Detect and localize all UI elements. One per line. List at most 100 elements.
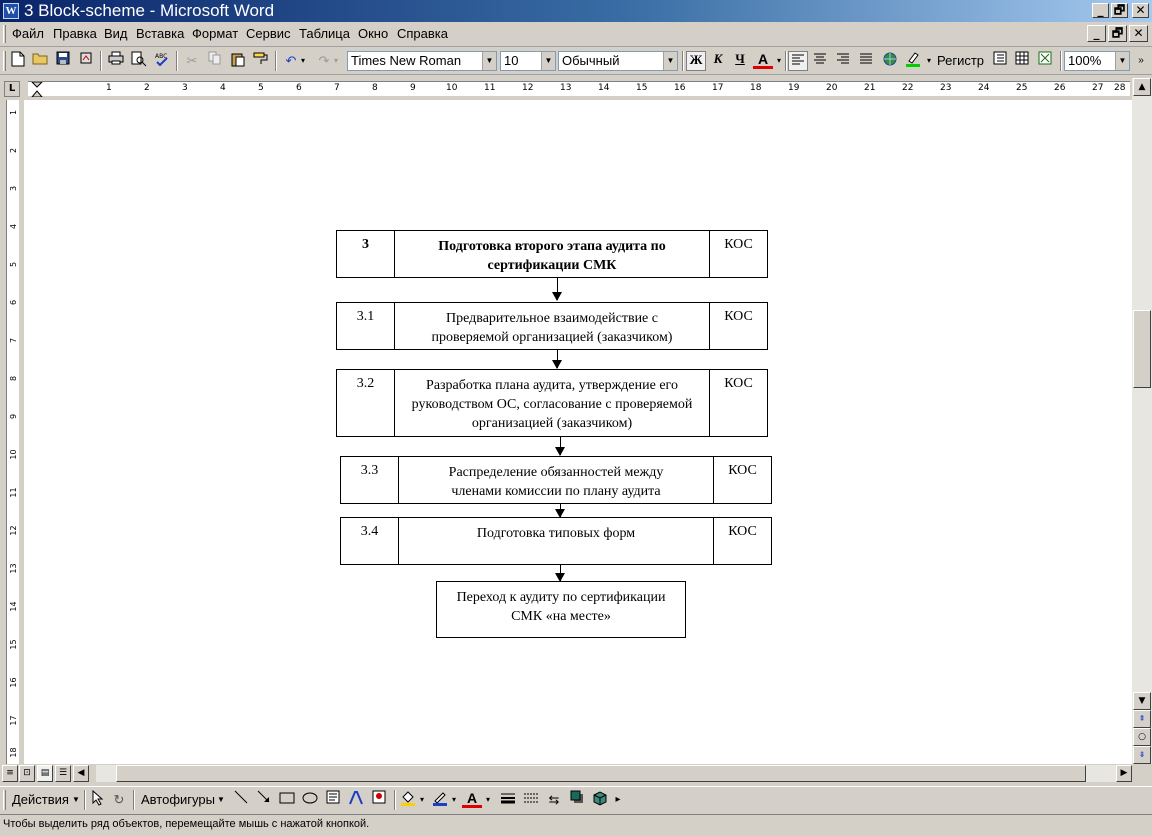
chevron-down-icon[interactable]: ▼ [541,52,555,70]
menu-file[interactable]: Файл [12,26,44,41]
flowchart-final-step[interactable]: Переход к аудиту по сертификации СМК «на… [436,581,686,638]
doc-close-button[interactable]: ✕ [1129,25,1148,42]
toolbar-grip[interactable] [3,790,6,810]
scroll-thumb[interactable] [116,765,1086,782]
indent-marker-icon[interactable] [31,82,43,97]
toolbar-options-icon[interactable]: » [1138,55,1144,66]
chevron-down-icon[interactable]: ▼ [1115,52,1129,70]
fill-color-bucket-icon[interactable] [398,790,418,810]
ruler-strip[interactable]: 1 2 3 4 5 6 7 8 9 10 11 12 13 14 15 16 1… [28,81,1130,97]
permission-icon[interactable] [76,51,96,71]
print-layout-view-icon[interactable]: ▤ [37,765,53,782]
chevron-down-icon[interactable]: ▼ [482,52,496,70]
scroll-left-icon[interactable]: ◀ [73,765,89,782]
menu-tools[interactable]: Сервис [246,26,291,41]
text-box-icon[interactable] [323,790,343,810]
menu-window[interactable]: Окно [358,26,389,41]
font-color-dropdown-icon[interactable]: ▾ [485,795,490,804]
menu-insert[interactable]: Вставка [136,26,185,41]
autoshapes-menu-button[interactable]: Автофигуры [141,792,215,807]
flowchart-step-3[interactable]: 3 Подготовка второго этапа аудита по сер… [336,230,768,278]
fill-color-dropdown-icon[interactable]: ▾ [419,795,424,804]
horizontal-scrollbar[interactable] [96,765,1116,782]
oval-tool-icon[interactable] [300,790,320,810]
previous-page-icon[interactable]: ⇞ [1133,710,1151,728]
scroll-right-icon[interactable]: ▶ [1116,765,1132,782]
line-tool-icon[interactable] [231,790,251,810]
menu-view[interactable]: Вид [104,26,128,41]
web-layout-view-icon[interactable]: ⊡ [19,765,35,782]
flowchart-step-3-4[interactable]: 3.4 Подготовка типовых форм КОС [340,517,772,565]
line-style-icon[interactable] [498,790,518,810]
title-bar[interactable]: W 3 Block-scheme - Microsoft Word _ 🗗 ✕ [0,0,1152,22]
ruler-strip[interactable]: 1 2 3 4 5 6 7 8 9 10 11 12 13 14 15 16 1… [6,100,19,764]
close-button[interactable]: ✕ [1132,3,1149,18]
flowchart-step-3-3[interactable]: 3.3 Распределение обязанностей между чле… [340,456,772,504]
table-grid-icon[interactable] [1012,51,1032,71]
select-browse-object-icon[interactable]: ○ [1133,728,1151,746]
select-pointer-icon[interactable] [88,789,108,810]
actions-menu-button[interactable]: Действия [12,792,69,807]
chevron-down-icon[interactable]: ▼ [72,795,80,804]
doc-minimize-button[interactable]: _ [1087,25,1106,42]
web-globe-icon[interactable] [880,51,900,71]
arrow-tool-icon[interactable] [254,790,274,810]
underline-button[interactable]: Ч [735,51,745,66]
font-size-combo[interactable]: 10 ▼ [500,51,556,71]
chevron-down-icon[interactable]: ▼ [663,52,677,70]
open-folder-icon[interactable] [30,51,50,71]
toolbar-grip[interactable] [3,51,6,71]
redo-dropdown-icon[interactable]: ▾ [333,56,338,65]
spelling-check-icon[interactable]: ABC [152,51,172,71]
scroll-thumb[interactable] [1133,310,1151,388]
highlight-dropdown-icon[interactable]: ▾ [926,56,931,65]
minimize-button[interactable]: _ [1092,3,1109,18]
normal-view-icon[interactable]: ≡ [2,765,18,782]
scroll-up-icon[interactable]: ▲ [1133,78,1151,96]
highlight-marker-icon[interactable] [903,51,923,71]
font-name-combo[interactable]: Times New Roman ▼ [347,51,497,71]
redo-icon[interactable]: ↷ [318,53,330,68]
flowchart-step-3-1[interactable]: 3.1 Предварительное взаимодействие с про… [336,302,768,350]
zoom-combo[interactable]: 100% ▼ [1064,51,1130,71]
wordart-icon[interactable] [346,790,366,810]
next-page-icon[interactable]: ⇟ [1133,746,1151,764]
word-app-icon[interactable]: W [3,3,19,19]
style-combo[interactable]: Обычный ▼ [558,51,678,71]
new-document-icon[interactable] [8,51,28,71]
maximize-button[interactable]: 🗗 [1111,3,1128,18]
shadow-icon[interactable] [567,790,587,810]
menu-format[interactable]: Формат [192,26,239,41]
arrow-style-icon[interactable]: ⇆ [548,792,560,807]
chevron-down-icon[interactable]: ▼ [217,795,225,804]
dash-style-icon[interactable] [521,790,541,810]
line-color-dropdown-icon[interactable]: ▾ [451,795,456,804]
copy-icon[interactable] [205,51,225,71]
format-painter-icon[interactable] [251,51,271,71]
cut-scissors-icon[interactable]: ✂ [186,53,198,68]
bold-button[interactable]: Ж [686,51,706,71]
menu-table[interactable]: Таблица [299,26,350,41]
font-color-letter-icon[interactable]: A [462,790,482,808]
save-disk-icon[interactable] [53,51,73,71]
toolbar-options-icon[interactable]: ▸ [615,794,621,805]
3d-cube-icon[interactable] [590,790,610,810]
register-button[interactable]: Регистр [937,53,985,68]
doc-restore-button[interactable]: 🗗 [1108,25,1127,42]
outline-view-icon[interactable]: ☰ [55,765,71,782]
undo-icon[interactable]: ↶ [285,53,297,68]
print-icon[interactable] [106,51,126,71]
line-color-pen-icon[interactable] [430,790,450,810]
menu-edit[interactable]: Правка [53,26,97,41]
outline-icon[interactable] [990,51,1010,71]
menu-help[interactable]: Справка [397,26,448,41]
undo-dropdown-icon[interactable]: ▾ [300,56,305,65]
document-page[interactable]: 3 Подготовка второго этапа аудита по сер… [24,100,1132,764]
rectangle-tool-icon[interactable] [277,790,297,810]
align-center-icon[interactable] [810,51,830,71]
scroll-down-icon[interactable]: ▼ [1133,692,1151,710]
font-color-button[interactable]: A [753,51,773,69]
font-color-dropdown-icon[interactable]: ▾ [776,56,781,65]
italic-button[interactable]: К [713,51,723,66]
toolbar-grip[interactable] [3,25,6,43]
